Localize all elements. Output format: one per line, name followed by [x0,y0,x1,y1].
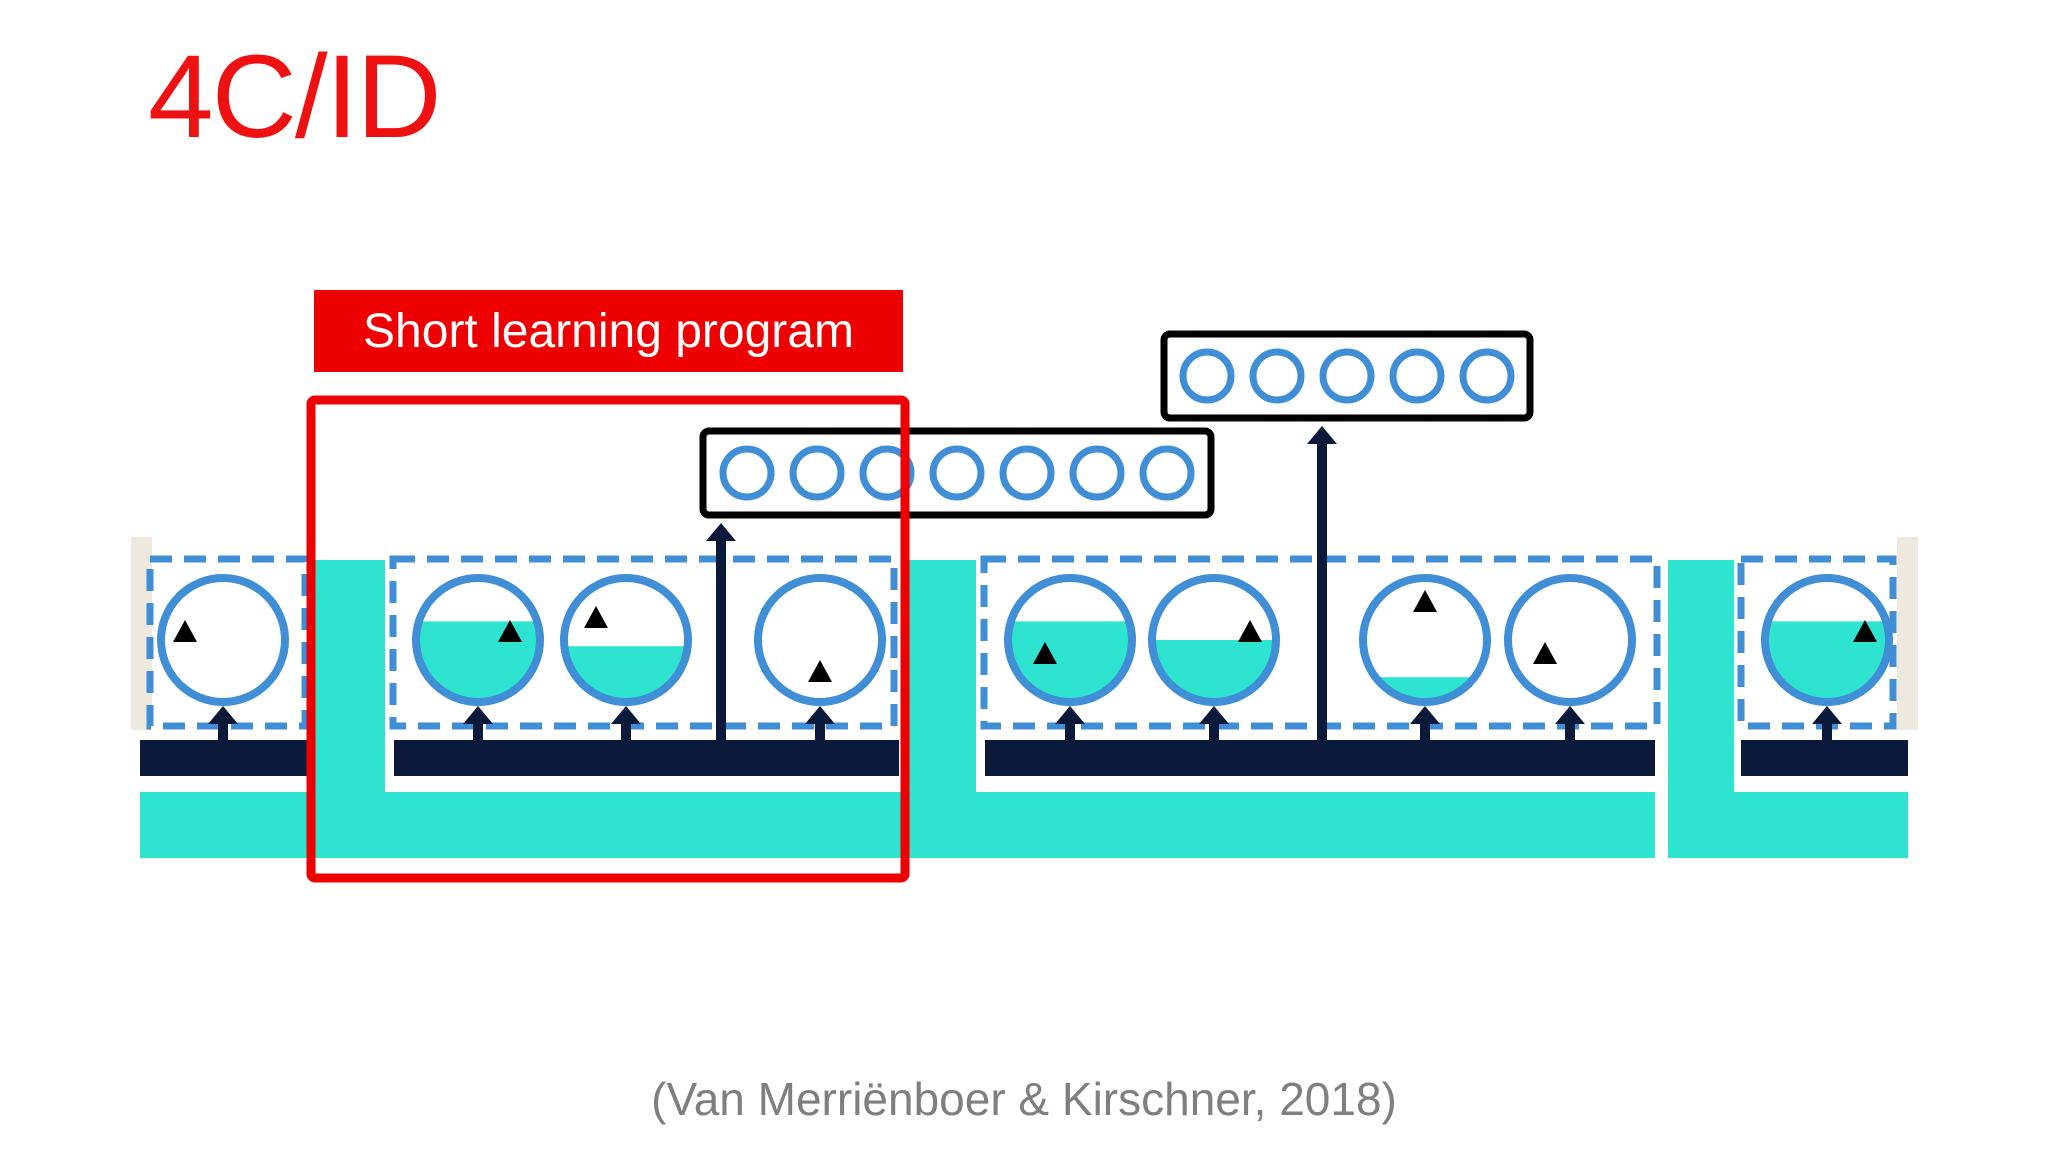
learning-task [1761,574,1893,706]
part-task-practice [699,330,1534,519]
learning-tasks [157,574,1893,706]
performance-marker [173,620,197,642]
task-ring [754,574,886,706]
procedural-bar [985,740,1655,776]
support-band-segment [307,560,385,858]
task-arrow [1055,706,1085,740]
performance-marker [584,606,608,628]
support-band-segment [1668,560,1734,858]
procedural-information-bars [140,740,1908,776]
practice-item [859,445,915,501]
task-arrow [1812,706,1842,740]
support-level-fill [1008,621,1132,702]
support-level-fill [564,646,688,702]
practice-item [1319,348,1375,404]
practice-item [1069,445,1125,501]
learning-task [1359,574,1491,706]
part-task-practice-box [1160,330,1534,422]
learning-task [754,574,886,706]
task-class-box [389,555,898,730]
short-learning-program-label: Short learning program [314,290,903,372]
task-ring [412,574,544,706]
practice-arrow [706,523,736,740]
citation: (Van Merriënboer & Kirschner, 2018) [651,1073,1397,1125]
task-arrow [805,706,835,740]
left-edge-post [131,537,152,730]
performance-marker [498,620,522,642]
performance-marker [1853,620,1877,642]
practice-item [1389,348,1445,404]
practice-item [1249,348,1305,404]
practice-item [1179,348,1235,404]
learning-task [1504,574,1636,706]
performance-marker [1033,642,1057,664]
practice-item [929,445,985,501]
support-band-segment [385,792,1655,858]
performance-marker [1413,590,1437,612]
learning-task [1004,574,1136,706]
task-ring [560,574,692,706]
task-arrow [1555,706,1585,740]
task-arrow [1199,706,1229,740]
short-program-highlight-frame [306,395,910,883]
task-ring [1359,574,1491,706]
learning-task [1148,574,1280,706]
practice-item [719,445,775,501]
support-level-fill [1152,640,1276,702]
right-edge-post [1897,537,1918,730]
support-band-segment [1734,792,1908,858]
learning-task [412,574,544,706]
task-class-box [146,555,309,730]
performance-marker [1533,642,1557,664]
procedural-arrows [208,426,1842,740]
task-ring [1761,574,1893,706]
procedural-bar [140,740,307,776]
task-class-box [1737,555,1897,730]
practice-item [789,445,845,501]
learning-task [157,574,289,706]
task-arrow [611,706,641,740]
procedural-bar [1741,740,1908,776]
procedural-bar [394,740,899,776]
slide-title: 4C/ID [148,31,442,163]
task-arrow [208,706,238,740]
support-band-segment [140,792,307,858]
supportive-information-band [140,560,1908,858]
performance-marker [808,660,832,682]
task-ring [157,574,289,706]
performance-marker [1238,620,1262,642]
task-arrow [1410,706,1440,740]
task-ring [1148,574,1280,706]
learning-task [560,574,692,706]
task-ring [1004,574,1136,706]
practice-arrow [1307,426,1337,740]
practice-item [1139,445,1195,501]
practice-item [999,445,1055,501]
support-band-segment [908,560,976,858]
task-ring [1504,574,1636,706]
part-task-practice-box [699,427,1215,519]
task-arrow [463,706,493,740]
practice-item [1459,348,1515,404]
support-level-fill [416,621,540,702]
